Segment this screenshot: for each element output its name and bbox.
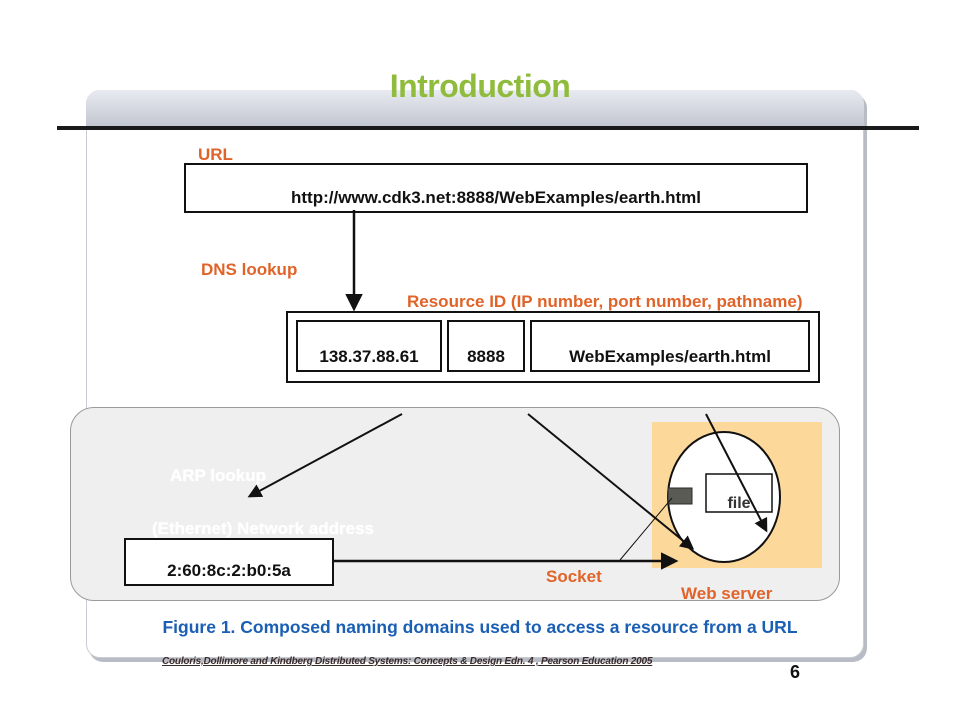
url-text: http://www.cdk3.net:8888/WebExamples/ear… — [291, 188, 701, 207]
socket-port-icon — [667, 487, 693, 505]
network-address-label: (Ethernet) Network address — [152, 519, 374, 538]
url-label: URL — [198, 145, 233, 164]
socket-label: Socket — [546, 567, 602, 586]
file-label-wrap: file — [706, 495, 772, 513]
page-number: 6 — [790, 662, 801, 682]
file-label: file — [727, 495, 751, 512]
socket-pointer-line — [619, 497, 673, 561]
arp-lookup-label: ARP lookup — [170, 466, 267, 485]
resource-id-label: Resource ID (IP number, port number, pat… — [407, 292, 803, 311]
port-number-box: 8888 — [447, 320, 525, 372]
ip-to-server-arrow — [527, 413, 695, 550]
file-box — [705, 473, 773, 513]
ip-number-box: 138.37.88.61 — [296, 320, 442, 372]
dns-lookup-label: DNS lookup — [201, 260, 298, 279]
figure-caption: Figure 1. Composed naming domains used t… — [162, 617, 798, 637]
pathname-box: WebExamples/earth.html — [530, 320, 810, 372]
ip-number-text: 138.37.88.61 — [319, 347, 419, 366]
network-address-text: 2:60:8c:2:b0:5a — [167, 561, 291, 580]
url-box: http://www.cdk3.net:8888/WebExamples/ear… — [184, 163, 808, 213]
pathname-text: WebExamples/earth.html — [569, 347, 771, 366]
network-address-box: 2:60:8c:2:b0:5a — [124, 538, 334, 586]
arp-lookup-arrow — [247, 413, 403, 498]
web-server-label: Web server — [681, 584, 773, 603]
source-credit: Couloris,Dollimore and Kindberg Distribu… — [162, 656, 653, 667]
path-to-file-arrow — [705, 413, 768, 533]
port-number-text: 8888 — [467, 347, 505, 366]
slide-panel-header-band — [86, 90, 864, 126]
title-rule — [57, 126, 919, 130]
slide-title: Introduction — [389, 68, 571, 104]
